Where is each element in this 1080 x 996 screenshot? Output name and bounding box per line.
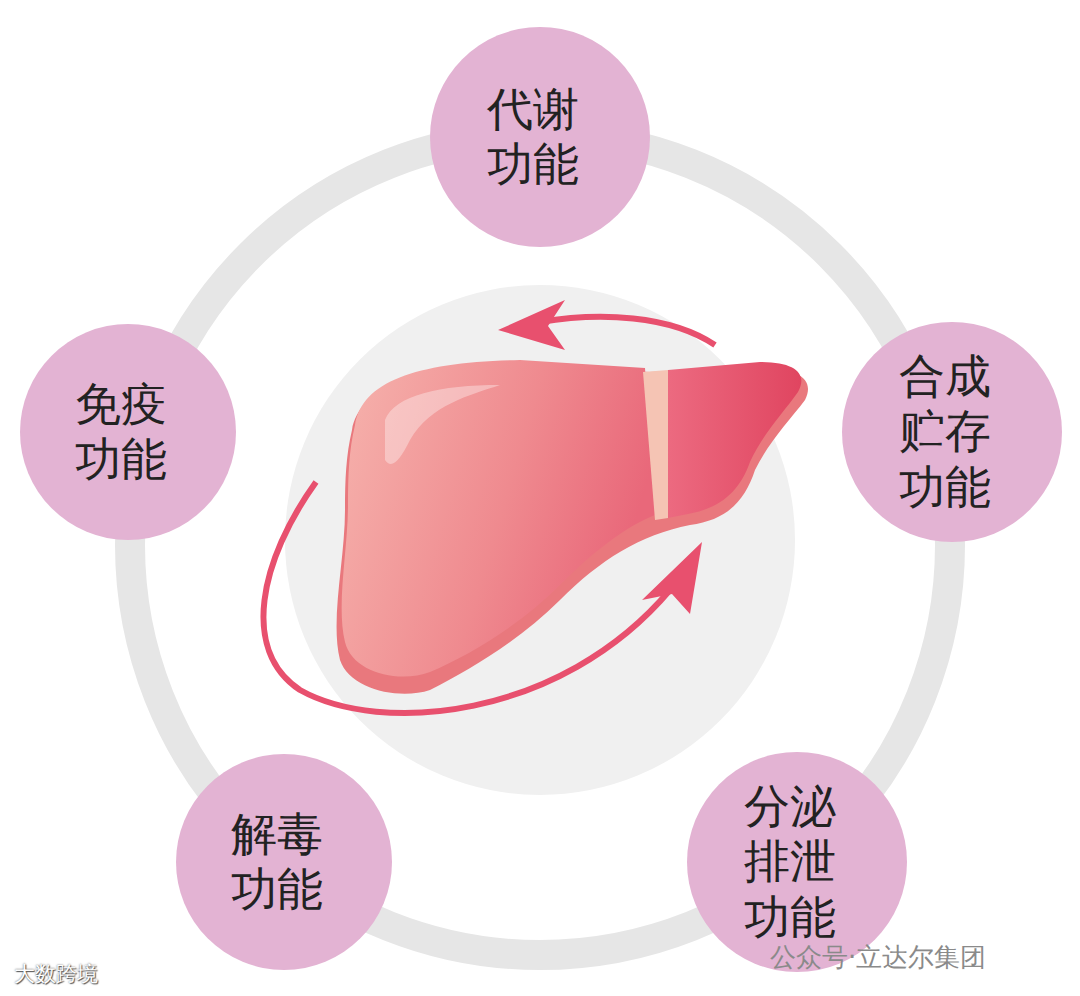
watermark: 大数跨境 [14,960,98,988]
function-circle: 免疫 功能 [20,324,236,540]
function-circle: 分泌 排泄 功能 [687,752,907,972]
liver-left-lobe [342,360,655,677]
liver-right-lobe [668,362,801,518]
circle-fill [176,754,392,970]
ring [130,135,950,955]
inner-disk [285,285,795,795]
function-label: 代谢 功能 [487,82,593,192]
function-label: 合成 贮存 功能 [899,349,1005,515]
cycle-arrow [263,482,670,713]
function-circle: 代谢 功能 [430,27,650,247]
arrow-head [498,300,565,350]
arrow-head [642,542,702,614]
function-circle: 解毒 功能 [176,754,392,970]
function-label: 分泌 排泄 功能 [744,779,850,945]
cycle-arrow [540,317,715,345]
watermark: 公众号·立达尔集团 [770,940,986,975]
liver-highlight [385,385,500,464]
function-label: 解毒 功能 [231,807,337,917]
circle-fill [20,324,236,540]
circle-fill [687,752,907,972]
circle-fill [430,27,650,247]
circle-fill [842,322,1062,542]
function-circle: 合成 贮存 功能 [842,322,1062,542]
function-label: 免疫 功能 [75,377,181,487]
liver-ligament [643,370,668,520]
